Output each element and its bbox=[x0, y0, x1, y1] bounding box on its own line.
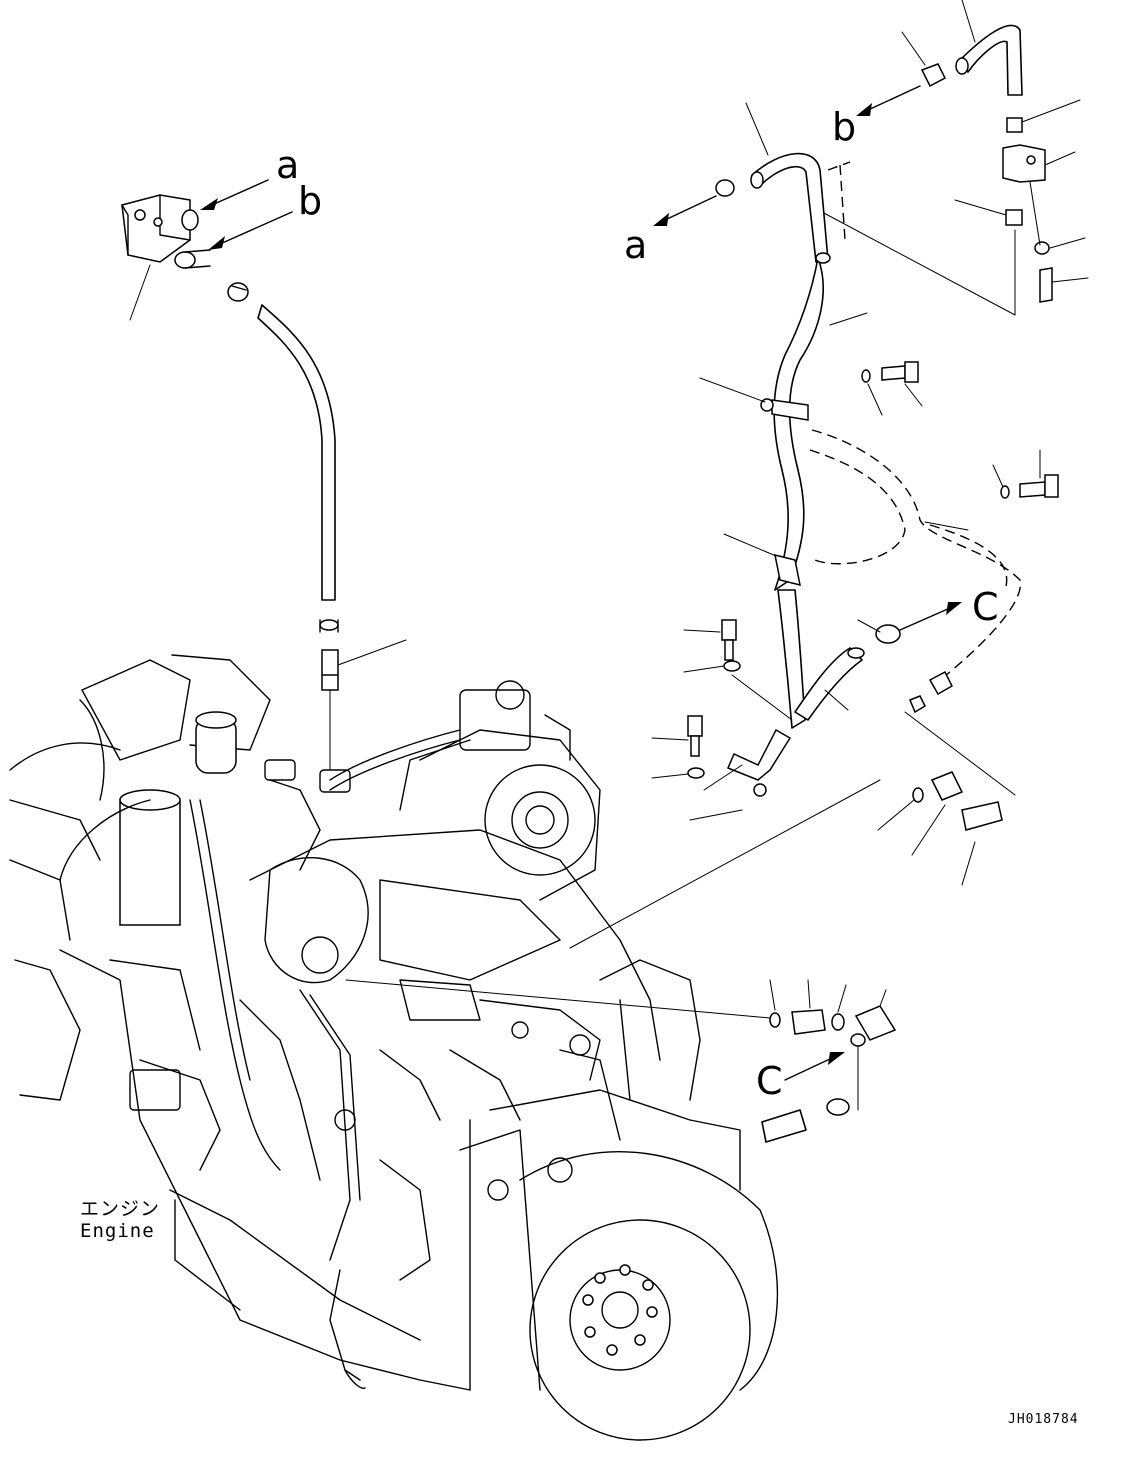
label-a-top: a bbox=[276, 143, 299, 187]
right-main-hose bbox=[699, 252, 868, 729]
engine-label-jp: エンジン bbox=[80, 1198, 161, 1220]
flywheel-bolts bbox=[582, 1264, 658, 1356]
lower-bracket bbox=[689, 728, 792, 821]
left-fitting bbox=[321, 639, 407, 771]
right-fittings bbox=[877, 695, 1016, 886]
label-b-right: b bbox=[832, 105, 856, 149]
top-right-hose bbox=[955, 0, 1023, 96]
arrow-c-lower: C bbox=[756, 1052, 845, 1103]
drawing-code: JH018784 bbox=[1008, 1412, 1079, 1427]
left-hose bbox=[257, 304, 339, 633]
right-small-parts bbox=[821, 99, 1089, 316]
dashed-hose bbox=[809, 429, 1022, 696]
bolt-group-1 bbox=[861, 361, 923, 416]
lower-bolts bbox=[651, 619, 793, 791]
label-a-right: a bbox=[624, 223, 647, 267]
lower-right-fittings bbox=[345, 979, 897, 1143]
engine-label-en: Engine bbox=[80, 1220, 155, 1242]
left-bracket bbox=[121, 194, 211, 321]
arrow-a-top: a bbox=[200, 143, 299, 210]
label-b-top: b bbox=[298, 179, 322, 223]
arrow-a-right: a bbox=[624, 179, 735, 267]
left-clamp bbox=[227, 282, 249, 302]
bolt-group-2 bbox=[992, 449, 1059, 499]
arrow-b-top: b bbox=[208, 179, 322, 250]
arrow-b-right: b bbox=[832, 85, 921, 149]
arrow-c-right: C bbox=[857, 585, 999, 644]
label-c-lower: C bbox=[756, 1059, 783, 1103]
engine-label: エンジン Engine bbox=[80, 1198, 160, 1242]
label-c-right: C bbox=[972, 585, 999, 629]
top-right-nut bbox=[901, 31, 946, 88]
right-main-hose-upper bbox=[745, 102, 851, 263]
hose-to-engine bbox=[794, 647, 865, 721]
engine-drawing bbox=[9, 654, 779, 1441]
